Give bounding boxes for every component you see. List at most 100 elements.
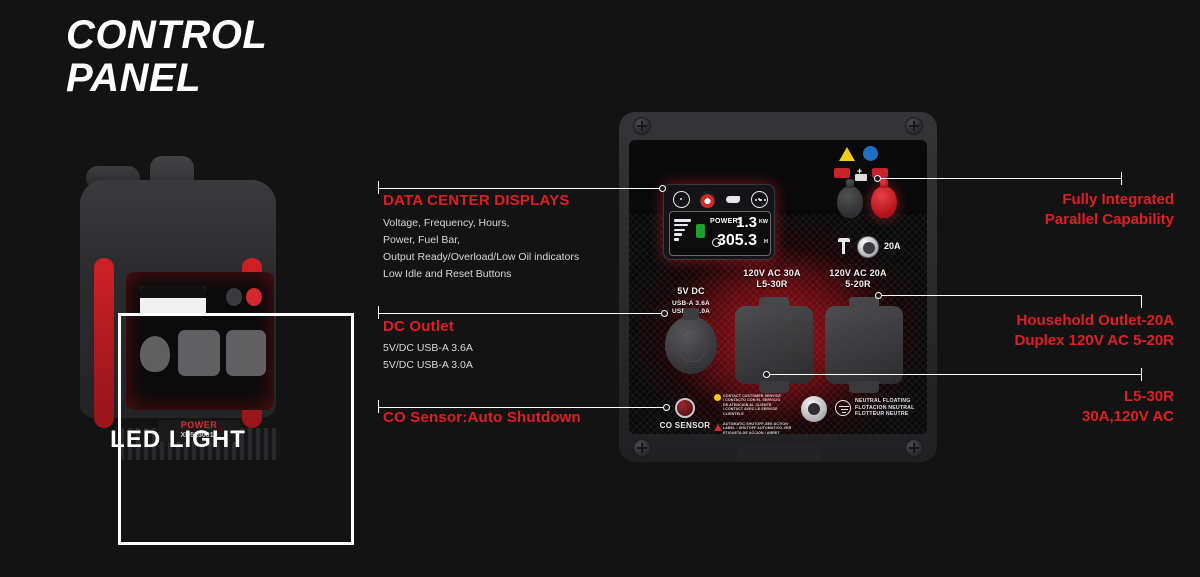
model-number: XD5230010	[180, 432, 218, 439]
read-manual-icon	[863, 146, 878, 161]
leader-line-l530r	[767, 374, 1141, 375]
ac20-sub: 5-20R	[845, 279, 871, 289]
callout-body-data-center: Voltage, Frequency, Hours, Power, Fuel B…	[383, 215, 579, 283]
parallel-battery-icon: +	[834, 166, 888, 182]
callout-l530r: L5-30R 30A,120V AC	[854, 387, 1174, 427]
control-panel: POWER: 1.3 KW 305.3 H + 20A 5V DC	[619, 112, 937, 462]
leader-line-parallel	[877, 178, 1121, 179]
leader-tick	[378, 400, 379, 413]
callout-line: Household Outlet-20A	[1016, 312, 1174, 329]
photo-ac20-outlet	[226, 330, 266, 376]
panel-foot	[737, 446, 821, 460]
warn-line: CONTACT CUSTOMER SERVICE	[723, 394, 781, 398]
callout-heading-dc-outlet: DC Outlet	[383, 318, 454, 335]
generator-body: POWER XD5230010	[80, 180, 280, 460]
photo-terminal-black	[226, 288, 242, 306]
photo-lcd	[140, 286, 206, 316]
hours-unit: H	[764, 239, 768, 245]
display-icon-row	[668, 188, 772, 210]
screw-icon	[633, 117, 651, 135]
photo-ac30-outlet	[178, 330, 220, 376]
fuel-bar-icon	[674, 219, 696, 249]
callout-line: Fully Integrated	[1062, 191, 1174, 208]
neutral-line: FLOTACION NEUTRAL	[855, 404, 915, 411]
warn-line: AUTOMATIC SHUTOFF-SEE ACTION	[723, 422, 788, 427]
circuit-breaker-button[interactable]	[857, 236, 879, 258]
ac-outlet-5-20r[interactable]	[825, 297, 903, 393]
hours-value: 305.3	[716, 232, 757, 249]
brand-badge: POWER XD5230010	[158, 420, 240, 442]
brand-name: POWER	[180, 420, 218, 430]
ac20-outlet-label: 120V AC 20A 5-20R	[819, 268, 897, 290]
leader-tick	[378, 181, 379, 194]
service-icon	[714, 394, 721, 401]
ac30-outlet-label: 120V AC 30A L5-30R	[733, 268, 811, 290]
callout-line: 5V/DC USB-A 3.6A	[383, 342, 473, 354]
leader-line-dc-outlet	[378, 313, 664, 314]
leader-tick	[378, 306, 379, 319]
leader-line-co-sensor	[378, 407, 666, 408]
neutral-floating-label: NEUTRAL FLOATING FLOTACION NEUTRAL FLOTT…	[855, 398, 915, 418]
rpm-gauge-icon	[672, 190, 690, 208]
led-light-highlight-frame	[118, 313, 354, 545]
callout-line: Low Idle and Reset Buttons	[383, 268, 512, 280]
callout-parallel: Fully Integrated Parallel Capability	[874, 190, 1174, 230]
callout-body-dc-outlet: 5V/DC USB-A 3.6A 5V/DC USB-A 3.0A	[383, 340, 473, 374]
warn-line: ETIQUETA DE ACCION / ARRET	[723, 430, 780, 434]
screw-icon	[633, 439, 651, 457]
neutral-line: FLOTTEUR NEUTRE	[855, 411, 909, 418]
warn-line: CLIENTELE	[723, 411, 744, 416]
generator-photo: POWER XD5230010	[58, 128, 354, 545]
co-sensor-button[interactable]	[675, 398, 695, 418]
ac30-sub: L5-30R	[756, 279, 788, 289]
photo-terminal-red	[246, 288, 262, 306]
co-sensor-label: CO SENSOR	[659, 421, 711, 430]
ac30-title: 120V AC 30A	[743, 268, 801, 278]
power-unit: KW	[758, 219, 768, 225]
shutoff-warning-icon	[714, 424, 722, 431]
panel-face: POWER: 1.3 KW 305.3 H + 20A 5V DC	[629, 140, 927, 434]
dc-outlet[interactable]	[665, 308, 717, 374]
leader-tick	[1141, 295, 1142, 308]
clock-icon	[712, 238, 721, 247]
ac20-title: 120V AC 20A	[829, 268, 887, 278]
page-title-line2: PANEL	[66, 56, 202, 101]
photo-control-panel	[126, 272, 274, 410]
callout-line: Voltage, Frequency, Hours,	[383, 217, 510, 229]
leader-dot-dc-outlet	[661, 310, 668, 317]
circuit-breaker-icon	[835, 236, 853, 256]
leader-dot-household	[875, 292, 882, 299]
side-panel-left	[94, 258, 114, 428]
callout-line: Output Ready/Overload/Low Oil indicators	[383, 251, 580, 263]
callout-line: 30A,120V AC	[1082, 408, 1174, 425]
power-label: POWER:	[710, 218, 741, 225]
neutral-line: NEUTRAL FLOATING	[855, 398, 911, 404]
warning-label-block: CONTACT CUSTOMER SERVICE / CONTACTO CON …	[714, 394, 799, 434]
callout-line: L5-30R	[1123, 388, 1174, 405]
warn-line: / CONTACT AVEC LE SERVICE	[723, 407, 778, 412]
oil-can-icon	[725, 191, 742, 208]
ground-lug[interactable]	[801, 396, 827, 422]
leader-dot-l530r	[763, 371, 770, 378]
auto-icon	[698, 190, 716, 208]
fuel-pump-icon	[696, 224, 705, 238]
data-center-display[interactable]: POWER: 1.3 KW 305.3 H	[663, 184, 775, 260]
led-light-caption: LED LIGHT	[110, 426, 246, 453]
dc-sub1: USB-A 3.6A	[672, 300, 710, 307]
leader-line-household	[879, 295, 1141, 296]
callout-line: Parallel Capability	[1044, 211, 1174, 228]
leader-dot-parallel	[874, 175, 881, 182]
lcd-screen: POWER: 1.3 KW 305.3 H	[669, 211, 771, 256]
leader-line-data-center	[378, 188, 662, 189]
ac-outlet-l5-30r[interactable]	[735, 297, 813, 393]
page-title-line1: CONTROL	[66, 13, 268, 57]
page-title: CONTROL PANEL	[66, 13, 268, 101]
parallel-terminal-black[interactable]	[837, 179, 863, 218]
warn-line: LABEL / SHUTOFF AUTOMATICO-VER	[723, 426, 792, 431]
power-value: 1.3	[736, 214, 757, 231]
warn-line: / CONTACTO CON EL SERVICIO	[723, 398, 781, 403]
leader-tick	[1141, 368, 1142, 381]
parallel-terminal-red[interactable]	[871, 179, 897, 218]
breaker-label: 20A	[884, 241, 901, 251]
